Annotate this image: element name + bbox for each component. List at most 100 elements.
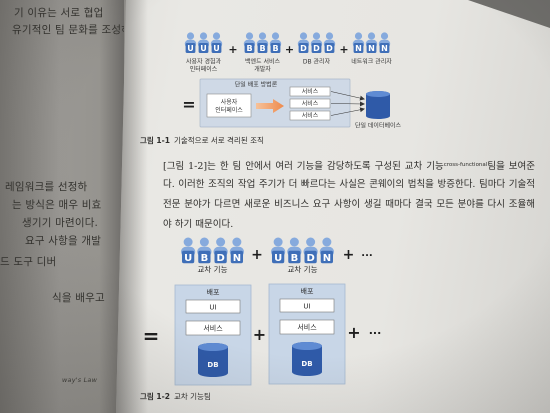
service-box-label: 서비스 xyxy=(297,323,317,332)
figure-1-2-caption-number: 그림 1-2 xyxy=(140,392,170,401)
equals-sign: = xyxy=(182,95,195,114)
role-letter: B xyxy=(291,253,299,264)
figure-1-2: U B D N 교차 기능 + U xyxy=(143,237,381,386)
figure-1-1-caption-number: 그림 1-1 xyxy=(140,136,170,145)
role-letter: U xyxy=(187,44,194,53)
team-member: N xyxy=(352,32,365,53)
ui-box-label: 사용자 xyxy=(221,98,238,106)
left-page-line: 드 도구 디버 xyxy=(0,256,57,268)
role-letter: U xyxy=(200,44,207,53)
role-group-label: 개발자 xyxy=(254,65,271,73)
deployment-title: 배포 xyxy=(301,287,314,296)
role-group-label: 인터페이스 xyxy=(190,65,218,73)
paragraph-line: [그림 1-2]는 한 팀 안에서 여러 기능을 감당하도록 구성된 교차 기능… xyxy=(163,157,535,173)
team-member: D xyxy=(297,32,310,53)
left-page: 기 이유는 서로 협업 유기적인 팀 문화를 조성하 레임워크를 선정하 는 방… xyxy=(0,0,124,413)
role-letter: N xyxy=(233,253,241,264)
figure-1-2-caption-text: 교차 기능팀 xyxy=(173,392,211,401)
cross-functional-team: U B D N 교차 기능 xyxy=(271,237,334,274)
single-deployment-box: 단일 배포 방법론 사용자 인터페이스 서비스 서비스 서비스 xyxy=(199,78,351,128)
service-box xyxy=(289,110,331,121)
role-letter: D xyxy=(300,44,307,53)
team-label: 교차 기능 xyxy=(198,265,228,274)
role-letter: U xyxy=(274,253,282,264)
database-top xyxy=(292,342,322,350)
service-box-label: 서비스 xyxy=(302,88,319,96)
role-letter: U xyxy=(213,44,220,53)
team-member: N xyxy=(365,32,378,53)
plus-sign: + xyxy=(253,325,266,344)
ui-box-label: 인터페이스 xyxy=(215,106,243,114)
database-body xyxy=(292,342,322,376)
plus-sign: + xyxy=(339,43,348,56)
team-member: N xyxy=(319,237,334,264)
team-deployment-box: 배포 UI 서비스 DB xyxy=(268,283,346,385)
database-icon xyxy=(366,91,390,119)
paragraph-term: cross-functional xyxy=(443,162,488,168)
left-page-line: 기 이유는 서로 협업 xyxy=(14,7,104,19)
database-label: DB xyxy=(207,361,218,369)
ui-box-label: UI xyxy=(303,302,310,310)
left-page-line: 식을 배우고 xyxy=(52,292,105,304)
cross-functional-team: U B D N 교차 기능 xyxy=(181,237,244,274)
left-page-line: 요구 사항을 개발 xyxy=(25,235,102,247)
database-top xyxy=(366,91,390,97)
service-box xyxy=(279,319,335,335)
role-letter: D xyxy=(306,253,314,264)
service-box xyxy=(185,320,241,336)
team-deployment-box: 배포 UI 서비스 DB xyxy=(174,284,252,386)
service-to-db-arrow xyxy=(330,107,365,116)
team-label: 교차 기능 xyxy=(288,265,318,274)
service-box-label: 서비스 xyxy=(302,112,319,120)
role-group-label: DB 관리자 xyxy=(303,58,331,66)
team-member: B xyxy=(243,32,256,53)
paragraph-text: [그림 1-2]는 한 팀 안에서 여러 기능을 감당하도록 구성된 교차 기능 xyxy=(163,161,444,172)
paragraph-line: 전문 분야가 다르면 새로운 비즈니스 요구 사항이 생길 때마다 결국 모든 … xyxy=(163,199,535,210)
role-letter: B xyxy=(246,44,252,53)
role-group-network-admin: N N N 네트워크 관리자 xyxy=(351,32,392,66)
role-letter: U xyxy=(184,253,192,264)
ui-box xyxy=(279,298,335,313)
team-member: N xyxy=(229,237,244,264)
figure-1-1-caption-text: 기술적으로 서로 격리된 조직 xyxy=(173,136,264,145)
database-label: DB xyxy=(301,360,312,368)
team-member: B xyxy=(269,32,282,53)
team-member: U xyxy=(181,237,196,264)
role-letter: N xyxy=(368,44,375,53)
deployment-box-title: 단일 배포 방법론 xyxy=(235,81,278,89)
team-member: U xyxy=(271,237,286,264)
role-letter: N xyxy=(355,44,362,53)
team-member: D xyxy=(323,32,336,53)
deployment-title: 배포 xyxy=(207,288,220,297)
team-member: B xyxy=(256,32,269,53)
equals-sign: = xyxy=(143,324,160,348)
service-to-db-arrow xyxy=(330,101,365,107)
team-member: U xyxy=(197,32,210,53)
role-letter: N xyxy=(381,44,388,53)
role-letter: D xyxy=(313,44,320,53)
team-member: N xyxy=(378,32,391,53)
database-body xyxy=(198,343,228,377)
role-letter: B xyxy=(272,44,278,53)
ui-box xyxy=(206,93,252,118)
role-group-label: 백엔드 서비스 xyxy=(245,58,281,66)
team-member: U xyxy=(184,32,197,53)
service-box xyxy=(289,98,331,109)
database-body xyxy=(366,91,390,119)
role-group-ux: U U U 사용자 경험과 인터페이스 xyxy=(184,32,223,73)
left-page-line: 유기적인 팀 문화를 조성하 xyxy=(12,24,124,36)
plus-sign: + xyxy=(285,43,294,56)
paragraph-line: 야 하기 때문이다. xyxy=(163,219,234,230)
role-letter: B xyxy=(201,253,209,264)
role-group-label: 사용자 경험과 xyxy=(186,58,222,66)
database-icon xyxy=(198,343,228,377)
left-page-line: 는 방식은 매우 비효 xyxy=(12,199,102,211)
service-box-label: 서비스 xyxy=(203,324,223,333)
database-top xyxy=(198,343,228,351)
service-box-label: 서비스 xyxy=(302,100,319,108)
team-member: D xyxy=(303,237,318,264)
figure-1-1: U U U 사용자 경험과 인터페이스 + B B xyxy=(182,32,402,130)
